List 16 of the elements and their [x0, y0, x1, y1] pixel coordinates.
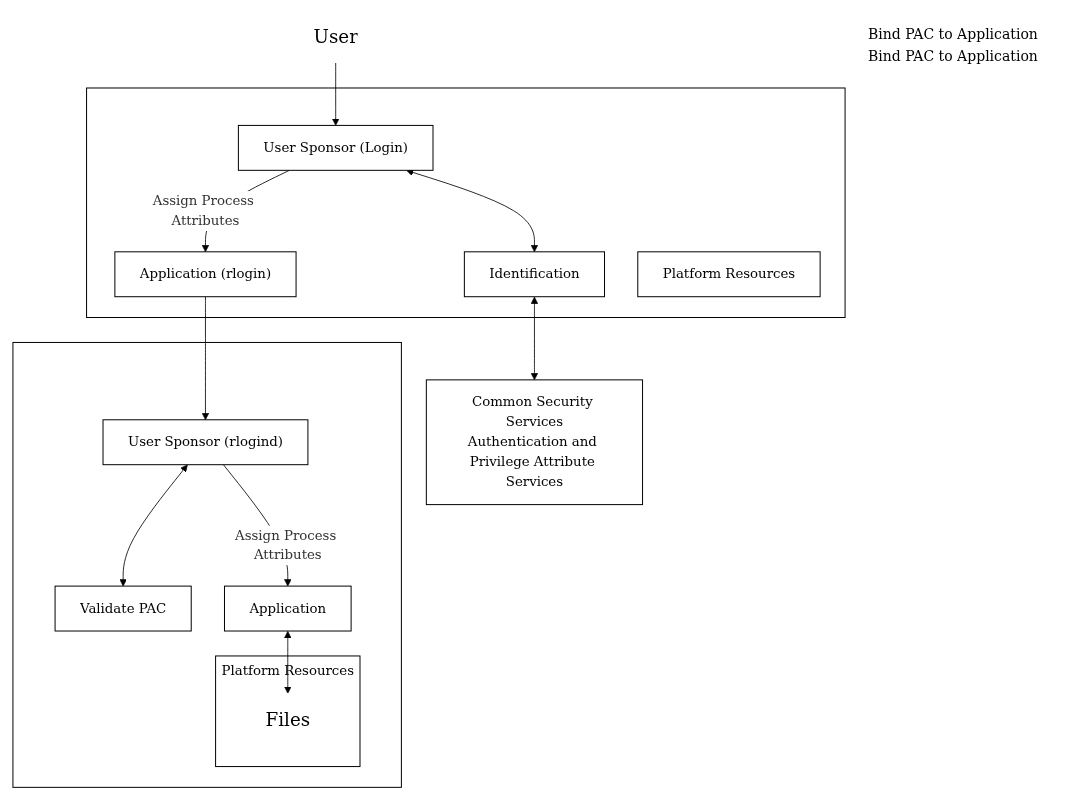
cluster: [86, 87, 846, 318]
node-box: Application: [224, 585, 352, 632]
edge-note: Bind PAC to Application: [868, 26, 1039, 42]
node-text: User: [313, 26, 358, 48]
node-box: Common Security Services Authentication and Privilege Attribute Services: [425, 379, 644, 506]
node-box: Identification: [463, 251, 605, 298]
edge-label: Assign Process Attributes: [152, 192, 254, 229]
node-box: Validate PAC: [54, 585, 192, 632]
node-box: User Sponsor (Login): [237, 124, 434, 171]
node-box: User Sponsor (rlogind): [102, 419, 309, 466]
node-text: Files: [265, 709, 311, 730]
cluster: [12, 341, 402, 788]
edge-label: Assign Process Attributes: [235, 527, 337, 563]
node-box: Application (rlogin): [114, 251, 297, 298]
node-box: Platform Resources: [637, 251, 821, 298]
edge-note: Bind PAC to Application: [868, 48, 1039, 64]
